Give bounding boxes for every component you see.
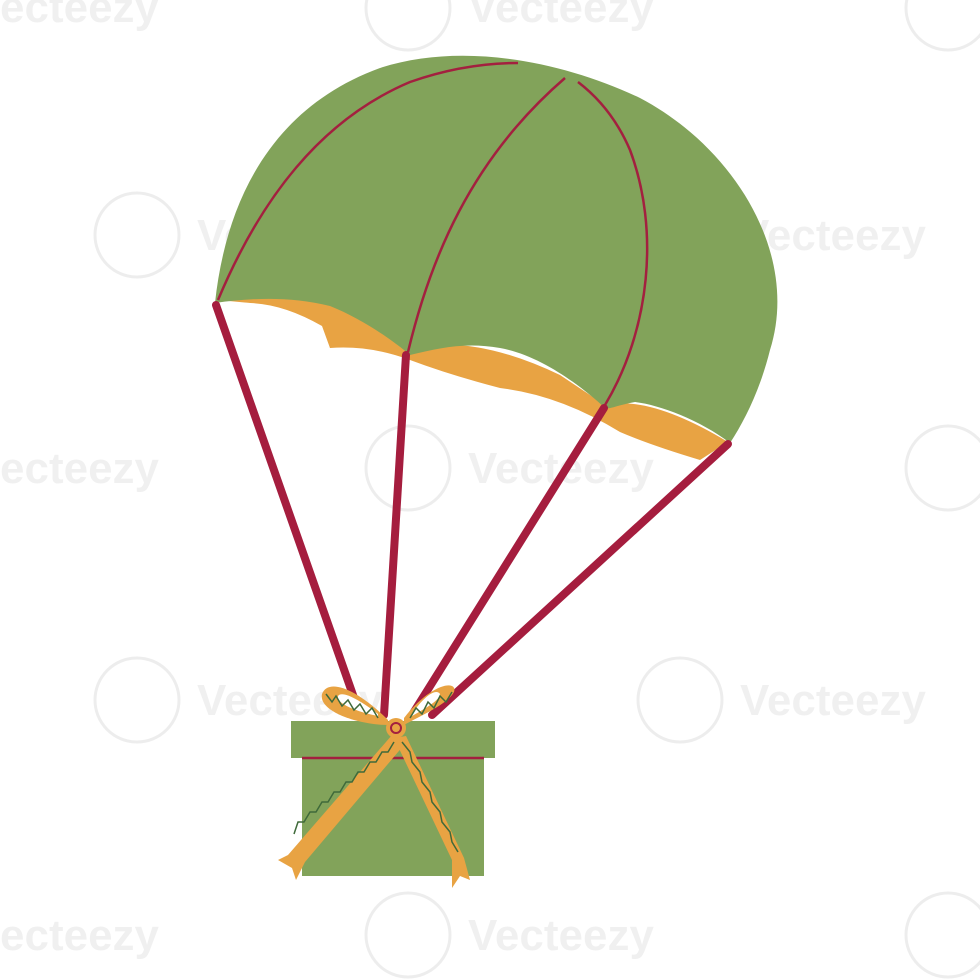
cord-right <box>428 440 732 719</box>
watermark-text: ecteezy <box>0 444 160 493</box>
parachute-canopy <box>215 55 778 460</box>
parachute-cords <box>212 301 732 719</box>
cord-center-left <box>380 351 410 719</box>
gift-bow-knot <box>386 718 406 738</box>
canopy-hem-scallops <box>225 302 330 348</box>
watermark-text: Vecteezy <box>740 676 926 725</box>
gift-ribbon-bow <box>321 685 455 738</box>
gift-ribbon-tails <box>278 735 470 888</box>
watermark-text: Vecteezy <box>740 211 926 260</box>
watermark-text: ecteezy <box>0 0 160 32</box>
gift-box <box>278 685 495 888</box>
canopy-seams <box>216 61 649 406</box>
watermark-text: ecteezy <box>0 911 160 960</box>
watermark-text: Vecteezy <box>468 911 654 960</box>
cord-left <box>212 301 364 719</box>
cord-center-right <box>408 404 608 719</box>
canopy-dome <box>215 55 778 443</box>
watermark-text: Vecteezy <box>468 444 654 493</box>
watermark-text: Vecteezy <box>468 0 654 32</box>
